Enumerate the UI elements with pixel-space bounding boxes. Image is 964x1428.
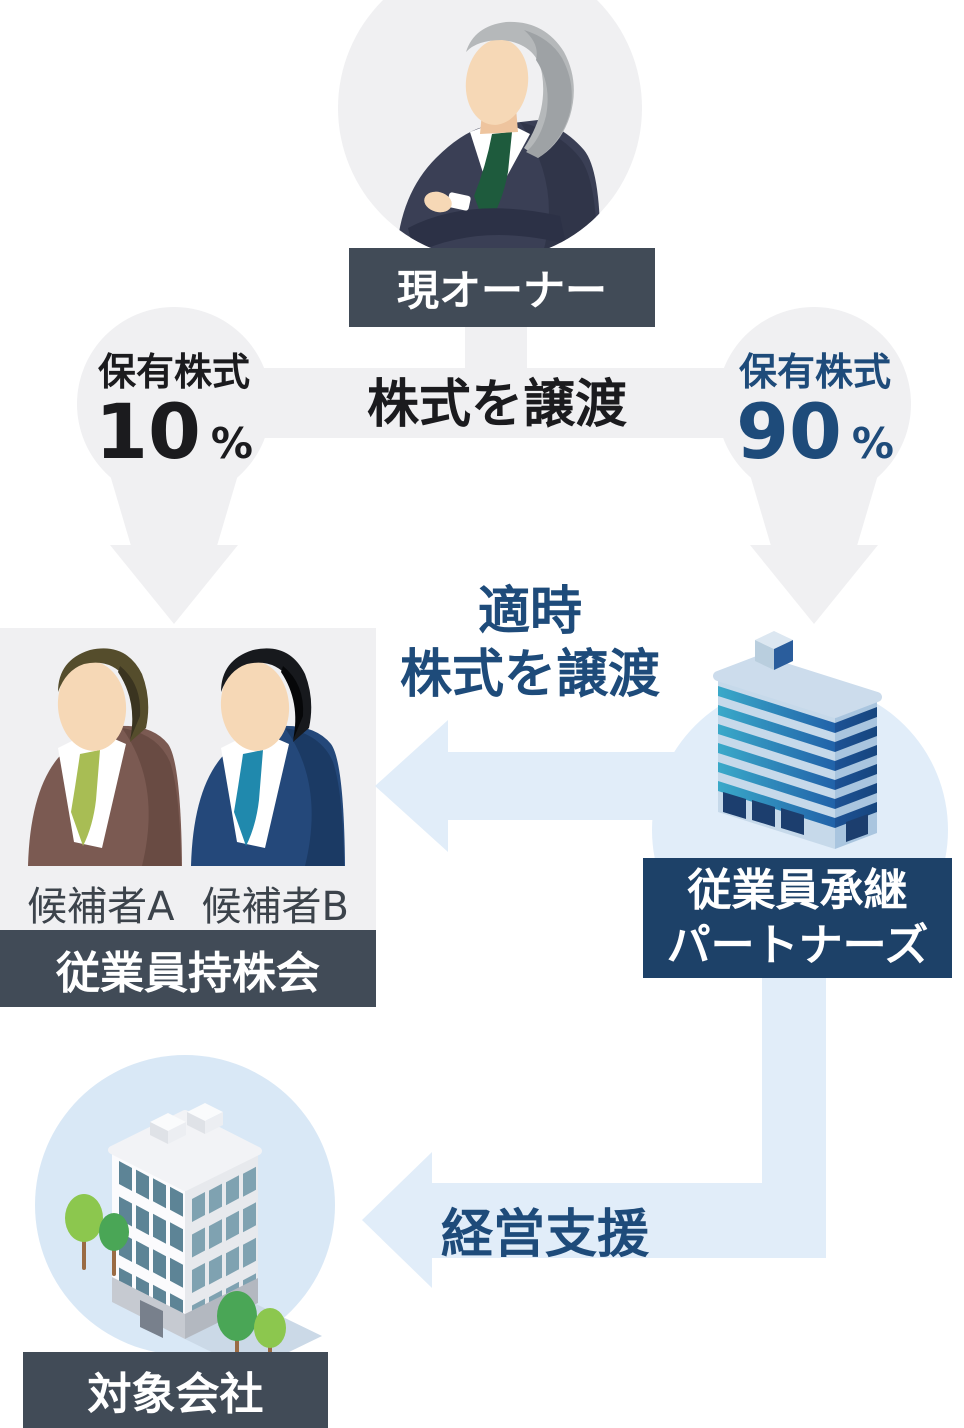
partners-label-line2: パートナーズ <box>666 920 929 971</box>
right-stake-value: 90 <box>736 387 842 476</box>
candidate-b-label: 候補者B <box>201 884 349 930</box>
employee-brown-suit-icon <box>28 648 182 866</box>
support-text: 経営支援 <box>440 1205 649 1265</box>
building-door <box>140 1300 163 1338</box>
tower-penthouse <box>755 631 793 670</box>
right-stake-label: 保有株式 <box>738 350 891 394</box>
blue-office-tower-icon <box>713 631 882 849</box>
timely-transfer-arrow <box>375 720 700 852</box>
left-stake-balloon-arrow <box>77 307 271 624</box>
partners-label-line1: 従業員承継 <box>687 865 908 916</box>
left-stake-value: 10 <box>95 387 201 476</box>
owner-label: 現オーナー <box>349 248 655 327</box>
left-stake: 保有株式 10 % <box>84 351 264 471</box>
owner-band-connector <box>465 320 527 372</box>
left-stake-label: 保有株式 <box>97 350 250 394</box>
transfer-band <box>174 368 814 438</box>
partners-label: 従業員承継 パートナーズ <box>643 858 952 978</box>
transfer-band-text: 株式を譲渡 <box>366 375 627 435</box>
esop-label: 従業員持株会 <box>0 930 376 1007</box>
roof-units <box>150 1103 223 1144</box>
right-stake: 保有株式 90 % <box>722 351 908 471</box>
right-stake-unit: % <box>851 419 894 468</box>
candidate-a-label: 候補者A <box>27 884 175 930</box>
management-support-arrow <box>362 978 826 1288</box>
left-stake-unit: % <box>210 419 253 468</box>
target-label: 対象会社 <box>23 1352 328 1428</box>
right-stake-balloon-arrow <box>717 307 911 624</box>
candidates-row: 候補者A 候補者B <box>0 874 376 932</box>
timely-transfer-line2: 株式を譲渡 <box>399 645 660 705</box>
employee-navy-suit-icon <box>191 648 345 866</box>
timely-transfer-line1: 適時 <box>477 582 582 642</box>
businessman-icon <box>396 21 601 260</box>
